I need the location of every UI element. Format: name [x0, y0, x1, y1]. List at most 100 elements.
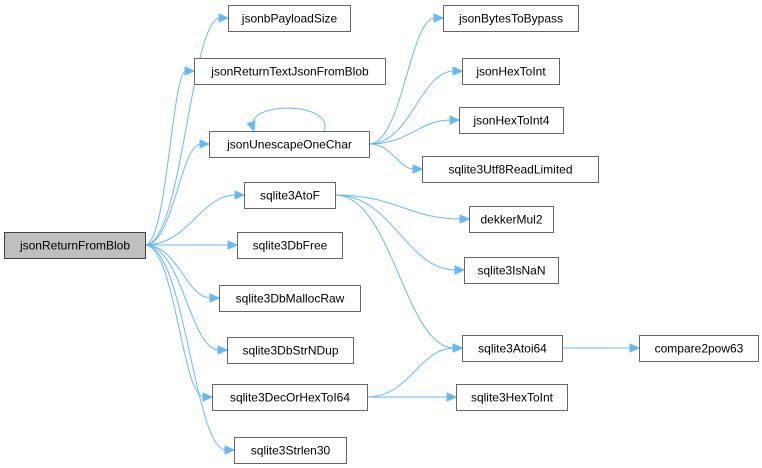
node-box: [4, 232, 146, 259]
node-box: [464, 257, 559, 284]
node-box: [209, 131, 370, 158]
node-label: sqlite3HexToInt: [471, 391, 554, 405]
edge-json-return-from-blob-to-json-return-text-json-from-blob: [144, 66, 196, 246]
node-label: jsonHexToInt: [475, 65, 546, 79]
edge-line: [144, 244, 205, 398]
node-json-hex-to-int4[interactable]: jsonHexToInt4: [459, 107, 564, 134]
node-box: [237, 232, 343, 259]
node-json-hex-to-int[interactable]: jsonHexToInt: [462, 58, 560, 85]
arrowhead-icon: [459, 214, 471, 224]
node-label: sqlite3Atoi64: [478, 342, 547, 356]
edge-line: [144, 244, 212, 299]
node-box: [228, 5, 351, 32]
arrowhead-icon: [449, 115, 461, 125]
arrowhead-icon: [227, 240, 239, 250]
node-label: compare2pow63: [655, 342, 744, 356]
arrowhead-icon: [454, 265, 466, 275]
edge-line: [144, 244, 227, 451]
edge-line: [144, 244, 220, 351]
node-sqlite3-hex-to-int[interactable]: sqlite3HexToInt: [456, 384, 568, 411]
arrowhead-icon: [433, 13, 445, 23]
arrowhead-icon: [246, 120, 256, 133]
node-sqlite3-dec-or-hex-to-i64[interactable]: sqlite3DecOrHexToI64: [212, 384, 368, 411]
node-box: [639, 335, 759, 362]
nodes-layer: jsonReturnFromBlob jsonbPayloadSize jsonRe…: [4, 5, 759, 464]
node-label: jsonBytesToBypass: [458, 12, 563, 26]
edge-json-unescape-one-char-to-json-hex-to-int: [368, 66, 464, 145]
node-sqlite3-is-na-n[interactable]: sqlite3IsNaN: [464, 257, 559, 284]
edge-line: [366, 347, 455, 398]
edge-line: [252, 107, 326, 132]
node-label: sqlite3DbMallocRaw: [236, 292, 345, 306]
node-json-return-from-blob[interactable]: jsonReturnFromBlob: [4, 232, 146, 259]
node-sqlite3-ato-f[interactable]: sqlite3AtoF: [244, 182, 336, 209]
edges-layer: [144, 13, 641, 455]
node-label: sqlite3Strlen30: [251, 444, 331, 458]
node-label: sqlite3DbFree: [253, 239, 328, 253]
arrowhead-icon: [202, 392, 214, 402]
edge-line: [144, 70, 187, 246]
edge-sqlite3-atoi64-to-compare2pow63: [562, 343, 641, 353]
arrowhead-icon: [629, 343, 641, 353]
node-sqlite3-utf8-read-limited[interactable]: sqlite3Utf8ReadLimited: [422, 156, 599, 183]
edge-json-return-from-blob-to-sqlite3-db-malloc-raw: [144, 244, 221, 303]
edge-json-return-from-blob-to-sqlite3-db-str-ndup: [144, 244, 229, 355]
arrowhead-icon: [199, 139, 211, 149]
node-label: jsonReturnFromBlob: [19, 239, 130, 253]
node-dekker-mul2[interactable]: dekkerMul2: [469, 206, 554, 233]
node-box: [456, 384, 568, 411]
edge-json-return-from-blob-to-sqlite3-dec-or-hex-to-i64: [144, 244, 214, 402]
node-jsonb-payload-size[interactable]: jsonbPayloadSize: [228, 5, 351, 32]
node-box: [443, 5, 579, 32]
arrowhead-icon: [452, 343, 464, 353]
edge-line: [334, 194, 457, 271]
edge-json-unescape-one-char-to-json-hex-to-int4: [368, 115, 461, 145]
node-label: sqlite3IsNaN: [477, 264, 545, 278]
edge-json-return-from-blob-to-sqlite3-strlen30: [144, 244, 236, 455]
node-label: sqlite3AtoF: [260, 189, 320, 203]
node-box: [227, 337, 354, 364]
node-sqlite3-strlen30[interactable]: sqlite3Strlen30: [234, 437, 347, 464]
node-label: jsonUnescapeOneChar: [226, 138, 352, 152]
edge-json-return-from-blob-to-sqlite3-ato-f: [144, 190, 246, 246]
node-json-unescape-one-char[interactable]: jsonUnescapeOneChar: [209, 131, 370, 158]
node-json-bytes-to-bypass[interactable]: jsonBytesToBypass: [443, 5, 579, 32]
node-label: jsonbPayloadSize: [241, 12, 338, 26]
edge-json-return-from-blob-to-sqlite3-db-free: [145, 240, 239, 250]
node-label: sqlite3Utf8ReadLimited: [448, 163, 572, 177]
arrowhead-icon: [412, 164, 424, 174]
node-label: jsonHexToInt4: [472, 114, 549, 128]
node-sqlite3-db-malloc-raw[interactable]: sqlite3DbMallocRaw: [219, 285, 361, 312]
edge-line: [144, 17, 221, 246]
arrowhead-icon: [217, 345, 229, 355]
node-sqlite3-db-str-ndup[interactable]: sqlite3DbStrNDup: [227, 337, 354, 364]
node-compare2pow63[interactable]: compare2pow63: [639, 335, 759, 362]
edge-json-unescape-one-char-to-sqlite3-utf8-read-limited: [368, 143, 424, 174]
node-label: dekkerMul2: [480, 213, 542, 227]
node-box: [462, 58, 560, 85]
edge-line: [334, 194, 462, 220]
arrowhead-icon: [224, 445, 236, 455]
edge-json-return-from-blob-to-jsonb-payload-size: [144, 13, 230, 246]
node-box: [422, 156, 599, 183]
node-sqlite3-db-free[interactable]: sqlite3DbFree: [237, 232, 343, 259]
node-box: [459, 107, 564, 134]
arrowhead-icon: [209, 293, 221, 303]
node-box: [234, 437, 347, 464]
arrowhead-icon: [446, 392, 458, 402]
node-json-return-text-json-from-blob[interactable]: jsonReturnTextJsonFromBlob: [194, 58, 386, 85]
edge-sqlite3-dec-or-hex-to-i64-to-sqlite3-atoi64: [366, 343, 464, 398]
edge-json-unescape-one-char-to-json-unescape-one-char: [246, 107, 326, 133]
edge-json-return-from-blob-to-json-unescape-one-char: [144, 139, 211, 246]
edge-line: [368, 70, 455, 145]
edge-sqlite3-ato-f-to-sqlite3-atoi64: [334, 194, 464, 353]
arrowhead-icon: [452, 66, 464, 76]
arrowhead-icon: [234, 190, 246, 200]
node-box: [219, 285, 361, 312]
edge-line: [368, 17, 436, 145]
edge-sqlite3-ato-f-to-sqlite3-is-na-n: [334, 194, 466, 275]
node-sqlite3-atoi64[interactable]: sqlite3Atoi64: [462, 335, 563, 362]
arrowhead-icon: [184, 66, 196, 76]
edge-line: [368, 143, 415, 170]
arrowhead-icon: [218, 13, 230, 23]
